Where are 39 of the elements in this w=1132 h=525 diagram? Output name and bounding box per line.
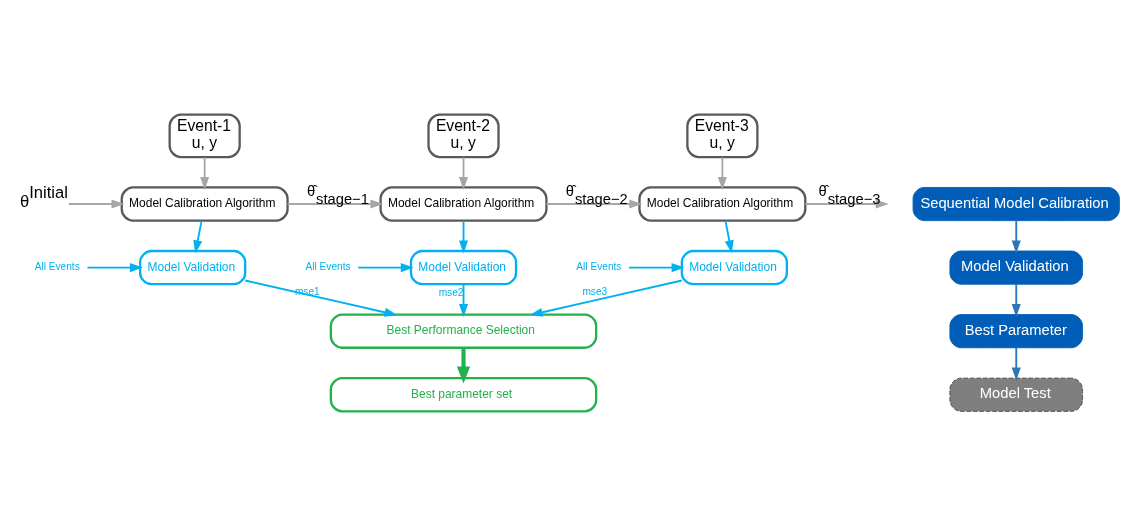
node-box: Event-2 u, y (427, 113, 500, 158)
arrow (1011, 346, 1021, 381)
arrow (357, 262, 414, 272)
arrow (1011, 283, 1021, 317)
node-text: All Events (34, 260, 80, 272)
arrow (529, 279, 683, 317)
arrow (286, 199, 384, 209)
node-box: Model Validation (680, 249, 788, 285)
arrow (724, 219, 734, 253)
node-box: Model Calibration Algorithm (638, 185, 807, 222)
node-box: Model Calibration Algorithm (379, 185, 548, 222)
node-box: Event-3 u, y (686, 113, 759, 158)
arrow (456, 347, 471, 383)
node-text: All Events (576, 260, 622, 272)
arrow (459, 283, 469, 317)
arrow (244, 279, 398, 317)
node-box: Model Calibration Algorithm (120, 185, 289, 222)
arrow (67, 199, 125, 209)
node-box: Model Validation (139, 249, 247, 285)
arrow (200, 156, 210, 190)
node-box: Best parameter set (329, 376, 598, 412)
node-text: All Events (305, 260, 351, 272)
arrow (545, 199, 643, 209)
edge-label: mse2 (438, 286, 464, 298)
node-box: Best Performance Selection (329, 312, 598, 349)
arrow (193, 219, 203, 253)
arrow (459, 156, 469, 190)
arrow (717, 156, 727, 190)
arrow (1011, 219, 1021, 253)
node-box: Sequential Model Calibration (912, 186, 1120, 221)
arrow (628, 262, 685, 272)
node-box: Model Validation (949, 250, 1084, 285)
node-box: Best Parameter (949, 313, 1084, 348)
node-box: Event-1 u, y (168, 113, 241, 158)
edge-label: mse3 (582, 285, 608, 297)
arrow (86, 262, 143, 272)
arrow (459, 219, 469, 253)
node-box: Model Validation (409, 249, 518, 285)
node-box: Model Test (949, 377, 1084, 412)
